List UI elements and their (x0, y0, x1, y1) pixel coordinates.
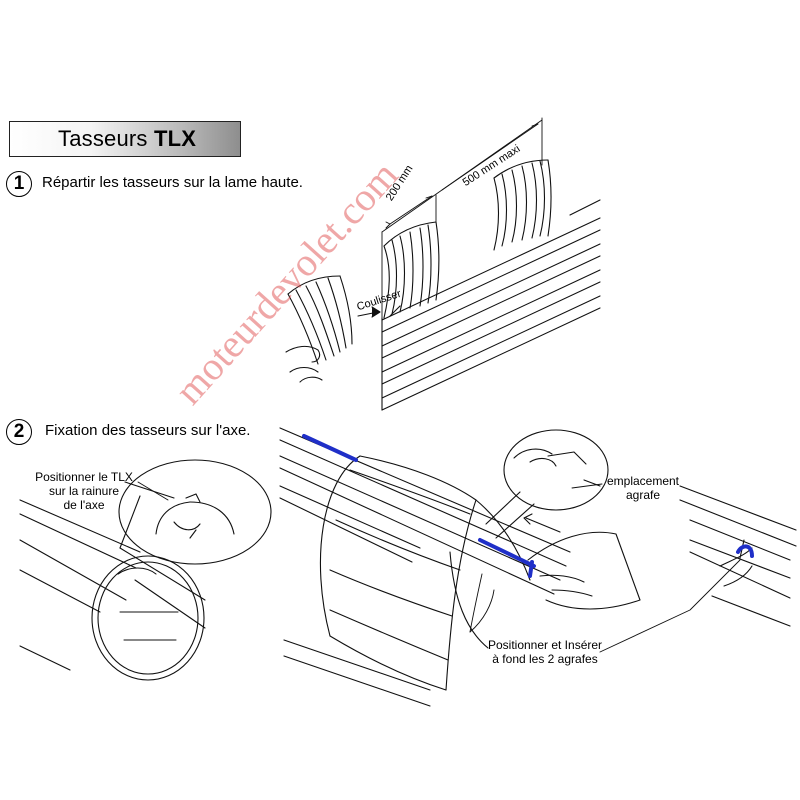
section-title-box: Tasseurs TLX (9, 121, 241, 157)
dimension-lines (381, 117, 543, 321)
step1-text: Répartir les tasseurs sur la lame haute. (42, 174, 303, 191)
step2-number: 2 (6, 419, 32, 445)
clip-blue-end (528, 560, 534, 578)
clip-blue-detail (736, 544, 754, 558)
clip-blue-top (302, 434, 358, 462)
label-positionner-tlx: Positionner le TLX sur la rainure de l'a… (35, 470, 133, 512)
section-title: Tasseurs TLX (58, 126, 197, 151)
clip-detail-illustration (679, 485, 797, 627)
leader-lines (137, 481, 741, 653)
label-inserer-agrafes: Positionner et Insérer à fond les 2 agra… (487, 638, 603, 666)
tasseur-200mm (383, 221, 440, 319)
axle-left-illustration (19, 459, 272, 681)
step1-number: 1 (6, 171, 32, 197)
tasseur-in-hand (285, 275, 353, 383)
shutter-slats-illustration (381, 199, 601, 411)
clip-blue-main (478, 538, 536, 568)
axle-main-illustration (279, 427, 641, 707)
label-emplacement-agrafe: emplacement agrafe (606, 474, 680, 502)
tasseur-500mm (493, 159, 552, 251)
section-title-bold: TLX (153, 126, 197, 151)
step2-text: Fixation des tasseurs sur l'axe. (45, 422, 251, 439)
